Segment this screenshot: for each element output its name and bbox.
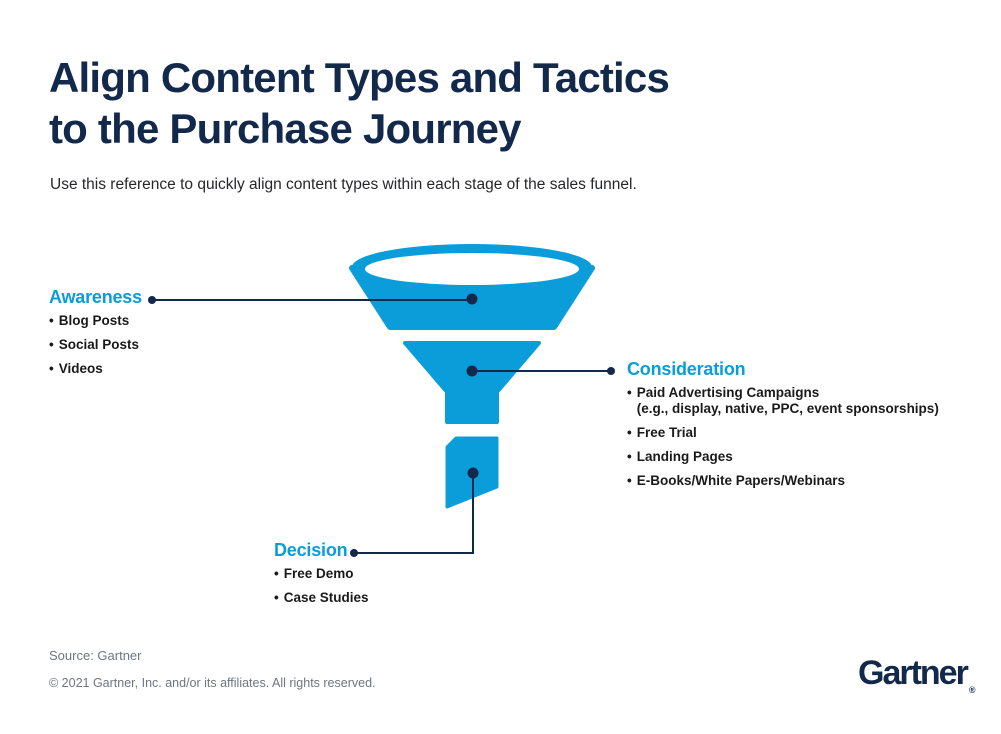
list-item-label: Blog Posts: [58, 313, 130, 328]
list-item-label: Paid Advertising Campaigns(e.g., display…: [637, 385, 939, 416]
list-item-label: Free Demo: [283, 566, 354, 581]
list-item: • Videos: [49, 361, 279, 377]
list-item: • Landing Pages: [627, 449, 987, 465]
funnel-middle-segment: [403, 341, 541, 424]
copyright-note: © 2021 Gartner, Inc. and/or its affiliat…: [49, 676, 376, 690]
stage-awareness: Awareness • Blog Posts • Social Posts • …: [49, 287, 279, 385]
list-item: • Free Demo: [274, 566, 504, 582]
source-note: Source: Gartner: [49, 648, 142, 663]
bullet-marker: •: [49, 361, 54, 376]
bullet-marker: •: [49, 337, 54, 352]
bullet-marker: •: [627, 385, 632, 400]
stage-items-consideration: • Paid Advertising Campaigns(e.g., displ…: [627, 385, 987, 488]
stage-items-awareness: • Blog Posts • Social Posts • Videos: [49, 313, 279, 377]
bullet-marker: •: [627, 472, 632, 488]
list-item: • Social Posts: [49, 337, 279, 353]
page-title-line2: to the Purchase Journey: [49, 105, 522, 152]
registered-mark: ®: [968, 685, 976, 695]
list-item-note: (e.g., display, native, PPC, event spons…: [636, 400, 939, 416]
stage-label-consideration: Consideration: [627, 359, 746, 379]
bullet-marker: •: [274, 566, 279, 581]
list-item-label: Landing Pages: [636, 448, 733, 464]
page-title-line1: Align Content Types and Tactics: [49, 54, 670, 101]
list-item: • E-Books/White Papers/Webinars: [627, 473, 987, 489]
list-item-label: Case Studies: [283, 590, 369, 605]
bullet-marker: •: [274, 590, 279, 605]
page-subtitle: Use this reference to quickly align cont…: [50, 176, 637, 193]
consideration-connector: [466, 365, 615, 377]
list-item-label: Free Trial: [636, 424, 697, 440]
funnel-top-segment: [349, 244, 595, 330]
gartner-logo-text: Gartner: [858, 654, 969, 692]
awareness-connector: [148, 293, 478, 305]
list-item: • Free Trial: [627, 425, 987, 441]
stage-label-decision: Decision: [274, 540, 348, 560]
stage-decision: Decision • Free Demo • Case Studies: [274, 540, 504, 614]
stage-label-awareness: Awareness: [49, 287, 142, 307]
stage-consideration: Consideration • Paid Advertising Campaig…: [627, 359, 987, 497]
stage-items-decision: • Free Demo • Case Studies: [274, 566, 504, 606]
gartner-logo: Gartner®: [858, 654, 976, 695]
list-item: • Paid Advertising Campaigns(e.g., displ…: [627, 385, 987, 416]
list-item-text: Paid Advertising Campaigns: [636, 385, 820, 400]
bullet-marker: •: [627, 448, 632, 464]
bullet-marker: •: [49, 313, 54, 328]
page-title: Align Content Types and Tactics to the P…: [49, 52, 670, 154]
list-item: • Case Studies: [274, 590, 504, 606]
list-item-label: Social Posts: [58, 337, 140, 352]
list-item-label: E-Books/White Papers/Webinars: [636, 472, 846, 488]
list-item-label: Videos: [58, 361, 103, 376]
bullet-marker: •: [627, 424, 632, 440]
decision-connector: [350, 467, 479, 557]
list-item: • Blog Posts: [49, 313, 279, 329]
